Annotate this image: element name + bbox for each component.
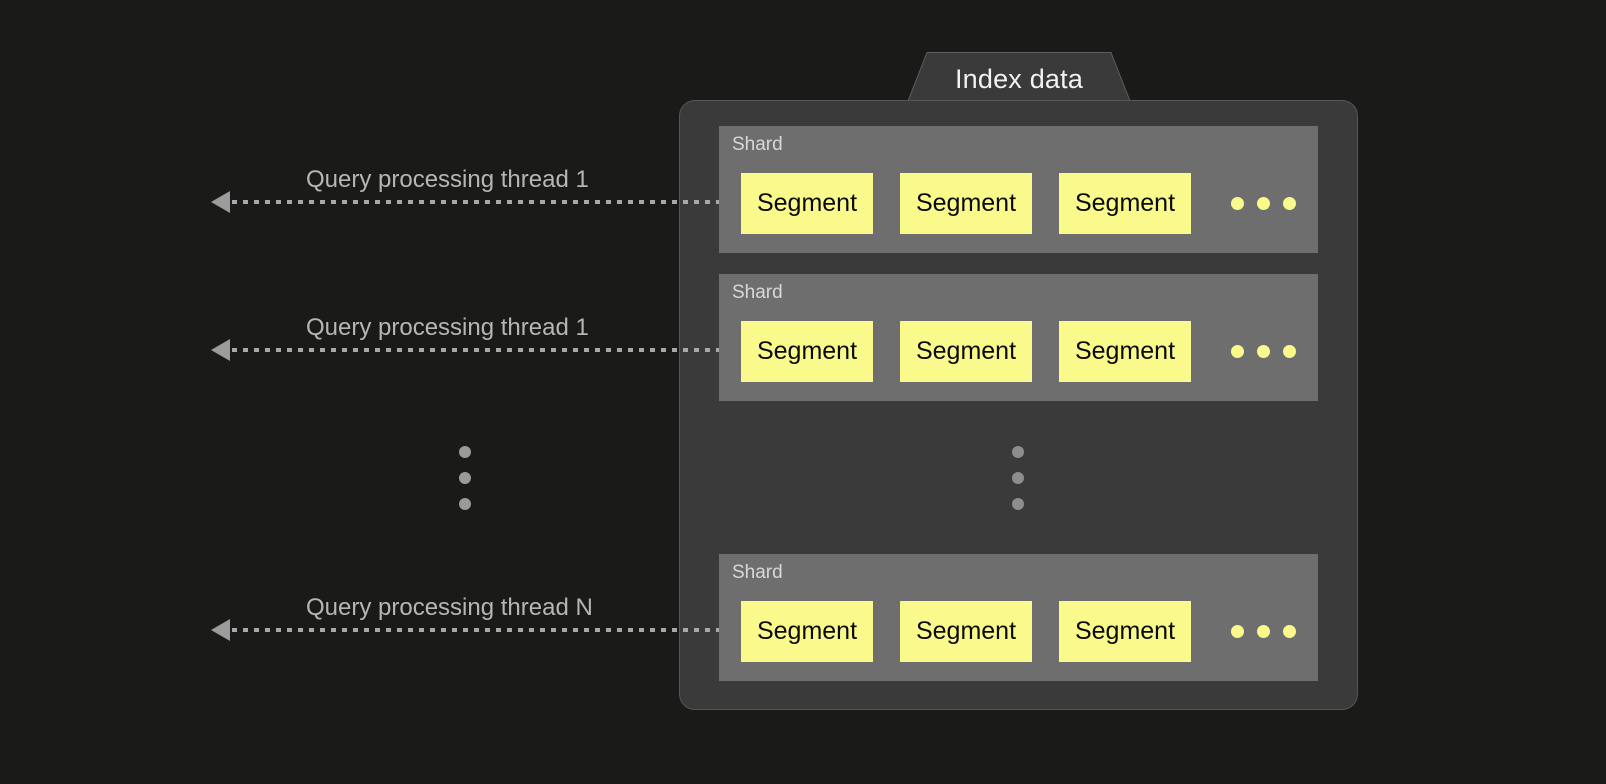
shard-1-segment-1: Segment [741, 173, 873, 234]
shard-3-segment-2: Segment [900, 601, 1032, 662]
shard-1-label: Shard [732, 134, 783, 155]
shard-3-segment-1: Segment [741, 601, 873, 662]
left-vertical-ellipsis-icon [459, 446, 471, 510]
shard-1-more-dot-2 [1257, 197, 1270, 210]
thread-label-1: Query processing thread 1 [306, 166, 589, 193]
shard-3-more-dot-3 [1283, 625, 1296, 638]
shard-3: Shard Segment Segment Segment [719, 554, 1318, 681]
shard-3-segment-3-label: Segment [1074, 617, 1176, 645]
arrow-head-2 [211, 339, 230, 361]
index-data-tab-label: Index data [954, 63, 1084, 94]
shard-3-label: Shard [732, 562, 783, 583]
thread-label-3: Query processing thread N [306, 594, 593, 621]
shard-2-segment-2: Segment [900, 321, 1032, 382]
shard-2-segment-3-label: Segment [1074, 337, 1176, 365]
shard-2-segment-3: Segment [1059, 321, 1191, 382]
shard-2-segment-1: Segment [741, 321, 873, 382]
shard-1-segment-3-label: Segment [1074, 189, 1176, 217]
shard-2: Shard Segment Segment Segment [719, 274, 1318, 401]
shard-3-segment-3: Segment [1059, 601, 1191, 662]
shard-3-more-dot-1 [1231, 625, 1244, 638]
shard-1-segment-3: Segment [1059, 173, 1191, 234]
shard-2-segment-1-label: Segment [756, 337, 858, 365]
center-vertical-ellipsis-icon [1012, 446, 1024, 510]
shard-2-more-dot-3 [1283, 345, 1296, 358]
shard-1-segment-1-label: Segment [756, 189, 858, 217]
shard-2-segment-2-label: Segment [915, 337, 1017, 365]
shard-2-more-dot-1 [1231, 345, 1244, 358]
shard-1-segment-2-label: Segment [915, 189, 1017, 217]
shard-1-more-dot-3 [1283, 197, 1296, 210]
shard-1-segment-2: Segment [900, 173, 1032, 234]
arrow-head-1 [211, 191, 230, 213]
shard-2-more-dot-2 [1257, 345, 1270, 358]
shard-3-more-dot-2 [1257, 625, 1270, 638]
shard-1-more-dot-1 [1231, 197, 1244, 210]
shard-2-label: Shard [732, 282, 783, 303]
shard-3-segment-2-label: Segment [915, 617, 1017, 645]
thread-label-2: Query processing thread 1 [306, 314, 589, 341]
arrow-head-3 [211, 619, 230, 641]
shard-1: Shard Segment Segment Segment [719, 126, 1318, 253]
shard-3-segment-1-label: Segment [756, 617, 858, 645]
